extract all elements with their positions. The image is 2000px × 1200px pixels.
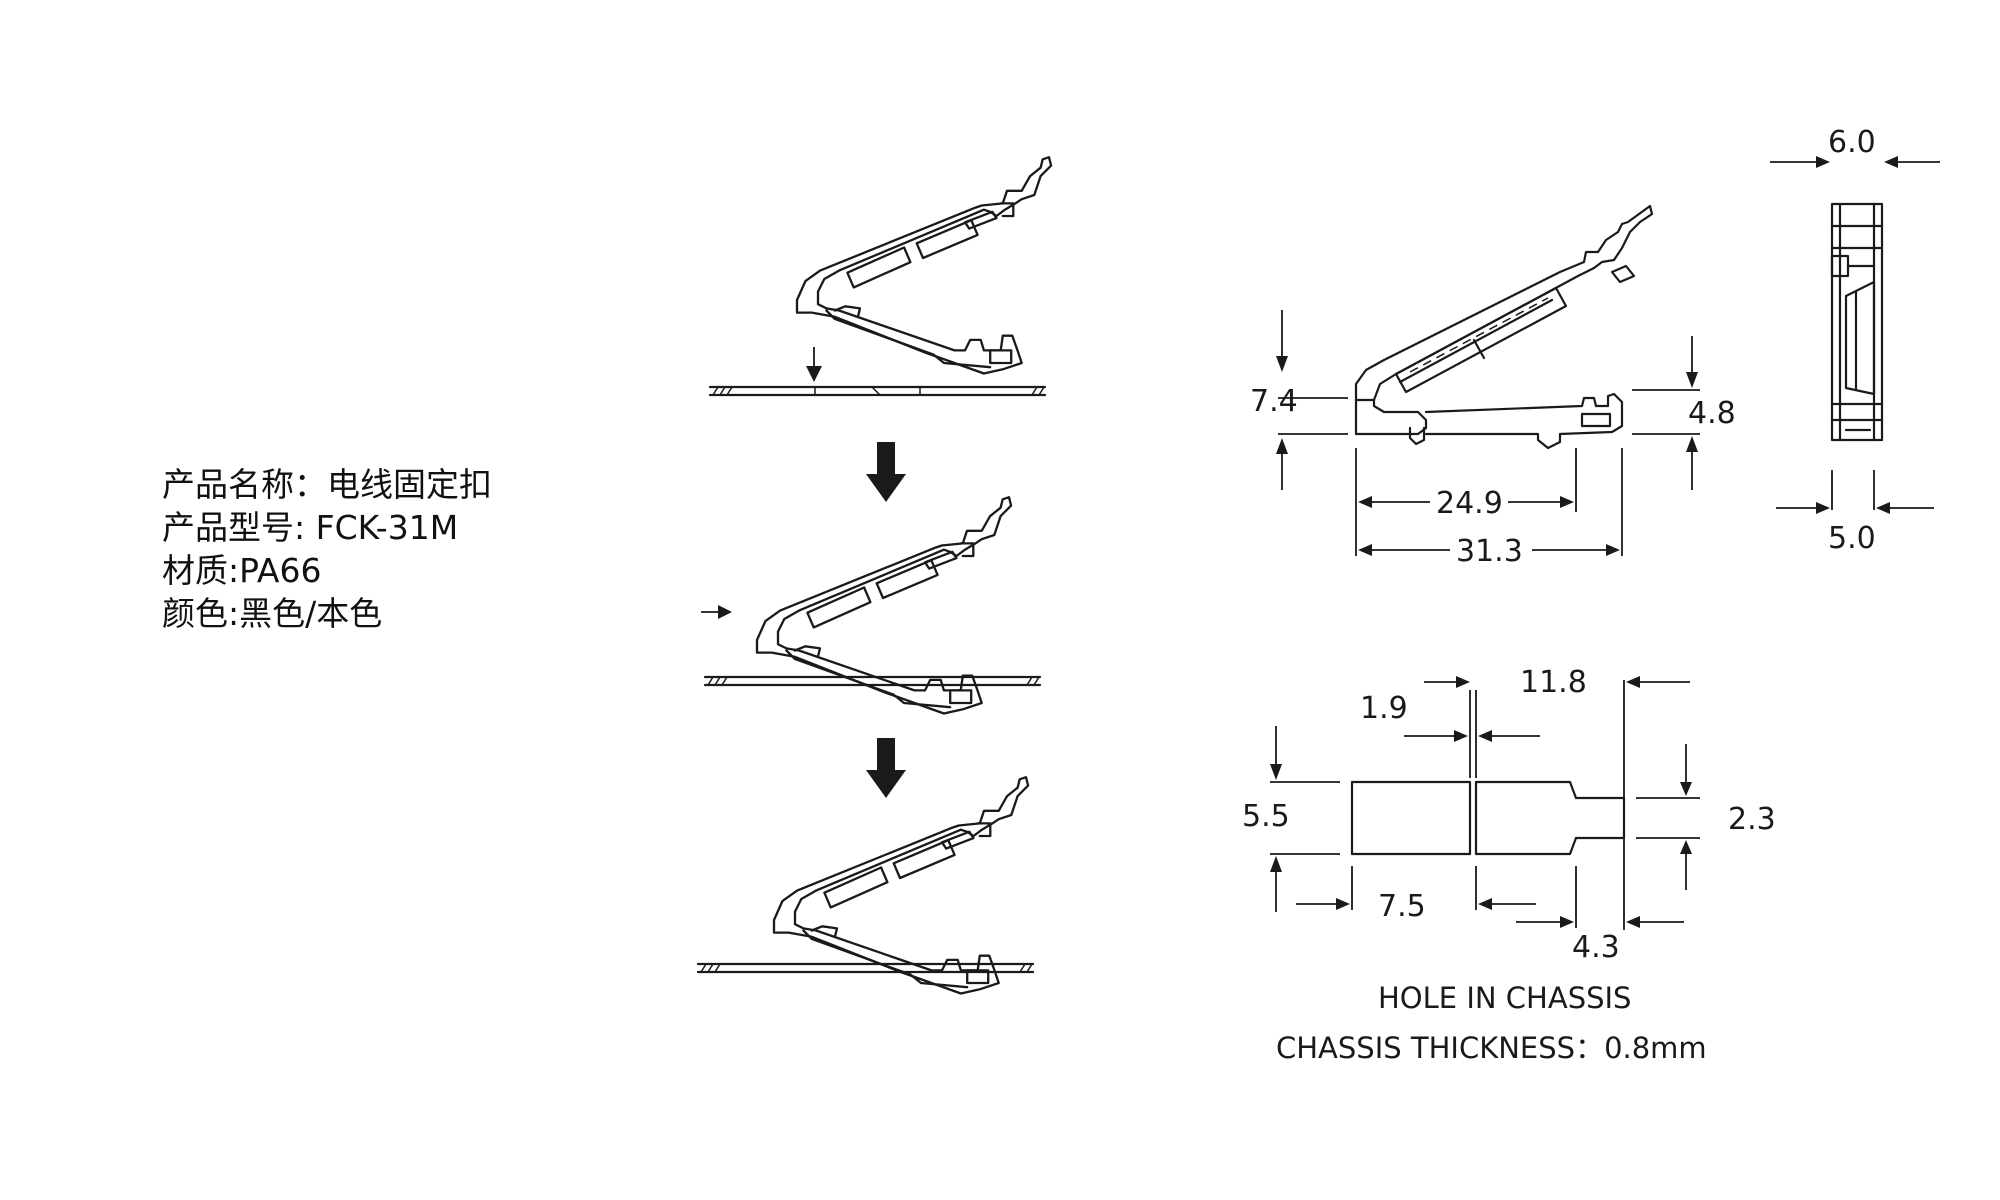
product-color: 颜色:黑色/本色 — [162, 594, 383, 633]
dim-5-5: 5.5 — [1242, 799, 1290, 834]
caption-hole: HOLE IN CHASSIS — [1378, 981, 1631, 1015]
step-3-clip — [696, 776, 1035, 995]
step-2-clip — [701, 496, 1042, 715]
dim-4-8: 4.8 — [1688, 396, 1736, 431]
side-view: 7.4 4.8 24.9 31.3 — [1250, 204, 1736, 569]
dim-6-0: 6.0 — [1828, 125, 1876, 160]
caption-thickness: CHASSIS THICKNESS：0.8mm — [1276, 1031, 1707, 1065]
hole-in-chassis: 1.9 11.8 5.5 7.5 2.3 4.3 HOLE IN CHASSIS — [1242, 665, 1776, 1065]
down-arrow-icon — [806, 366, 822, 382]
product-info: 产品名称：电线固定扣 产品型号: FCK-31M 材质:PA66 颜色:黑色/本… — [162, 463, 492, 635]
step-1-clip — [708, 156, 1053, 397]
product-material: 材质:PA66 — [162, 551, 322, 590]
product-model: 产品型号: FCK-31M — [162, 508, 459, 547]
dim-1-9: 1.9 — [1360, 691, 1408, 726]
dim-24-9: 24.9 — [1436, 486, 1503, 521]
big-down-arrow-icon — [866, 442, 906, 502]
dim-7-4: 7.4 — [1250, 384, 1298, 419]
big-down-arrow-icon — [866, 738, 906, 798]
dim-5-0: 5.0 — [1828, 521, 1876, 556]
dim-31-3: 31.3 — [1456, 534, 1523, 569]
right-arrow-icon — [718, 605, 732, 619]
dim-2-3: 2.3 — [1728, 802, 1776, 837]
product-name: 产品名称：电线固定扣 — [162, 465, 492, 504]
end-view: 6.0 5.0 — [1770, 125, 1940, 556]
dim-4-3: 4.3 — [1572, 930, 1620, 965]
dim-7-5: 7.5 — [1378, 889, 1426, 924]
dim-11-8: 11.8 — [1520, 665, 1587, 700]
